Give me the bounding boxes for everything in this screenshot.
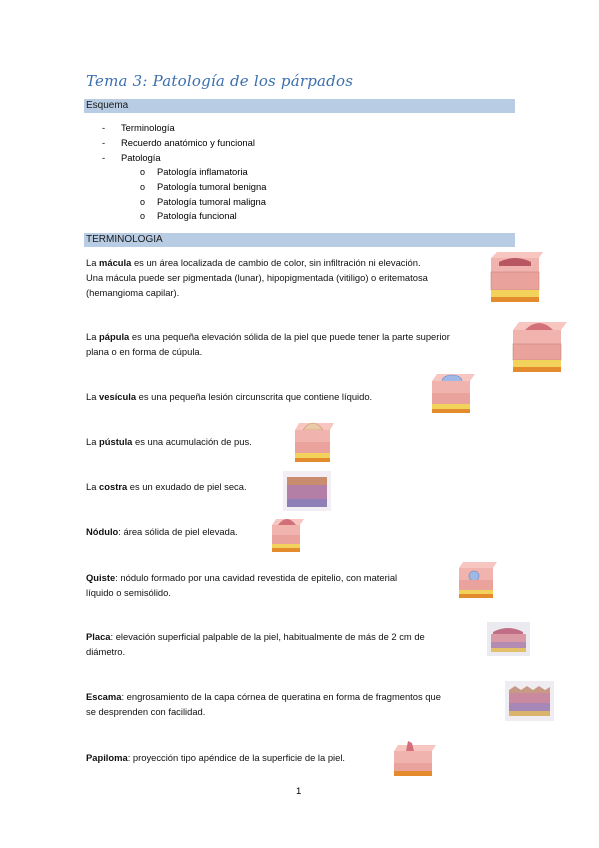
term-prefix: La [86, 391, 100, 402]
sub-list-item: o Patología tumoral benigna [140, 180, 267, 194]
term-vesicula: La vesícula es una pequeña lesión circun… [86, 389, 506, 404]
term-text: : engrosamiento de la capa córnea de que… [121, 691, 441, 702]
term-text: : proyección tipo apéndice de la superfi… [127, 752, 346, 763]
term-placa: Placa: elevación superficial palpable de… [86, 629, 486, 659]
term-costra: La costra es un exudado de piel seca. [86, 479, 386, 494]
term-pustula: La pústula es una acumulación de pus. [86, 434, 386, 449]
list-bullet: o [140, 182, 146, 192]
list-item-label: Recuerdo anatómico y funcional [121, 137, 255, 148]
sub-list-item-label: Patología tumoral benigna [157, 181, 267, 192]
sub-list-item-label: Patología funcional [157, 210, 237, 221]
term-prefix: La [86, 331, 100, 342]
term-word: vesícula [99, 391, 137, 402]
term-papiloma: Papiloma: proyección tipo apéndice de la… [86, 750, 406, 765]
sub-list-item-label: Patología tumoral maligna [157, 196, 266, 207]
term-text: plana o en forma de cúpula. [86, 346, 203, 357]
list-item-label: Patología [121, 152, 161, 163]
sub-list-item: o Patología inflamatoria [140, 165, 248, 179]
sub-list-item: o Patología funcional [140, 209, 237, 223]
list-item: - Terminología [102, 121, 175, 135]
sub-list-item-label: Patología inflamatoria [157, 166, 248, 177]
list-bullet: o [140, 167, 146, 177]
nodulo-illustration [272, 519, 304, 552]
term-word: pústula [99, 436, 133, 447]
costra-illustration [283, 471, 331, 511]
list-dash: - [102, 122, 106, 133]
page-number: 1 [296, 786, 302, 797]
term-text: es una pequeña lesión circunscrita que c… [136, 391, 373, 402]
list-item-label: Terminología [121, 122, 175, 133]
term-word: Nódulo [86, 526, 119, 537]
section-header-esquema: Esquema [84, 99, 515, 113]
list-dash: - [102, 137, 106, 148]
term-text: líquido o semisólido. [86, 587, 171, 598]
papiloma-illustration [394, 741, 436, 776]
term-text: es una pequeña elevación sólida de la pi… [129, 331, 450, 342]
list-bullet: o [140, 211, 146, 221]
term-escama: Escama: engrosamiento de la capa córnea … [86, 689, 506, 719]
term-prefix: La [86, 257, 100, 268]
term-word: costra [99, 481, 128, 492]
term-text: se desprenden con facilidad. [86, 706, 206, 717]
term-word: Placa [86, 631, 111, 642]
term-word: Papiloma [86, 752, 128, 763]
term-word: mácula [99, 257, 132, 268]
term-text: es un exudado de piel seca. [127, 481, 247, 492]
list-item: - Patología [102, 151, 161, 165]
term-word: Quiste [86, 572, 116, 583]
term-text: es una acumulación de pus. [132, 436, 252, 447]
placa-illustration [487, 622, 530, 656]
list-bullet: o [140, 197, 146, 207]
list-dash: - [102, 152, 106, 163]
term-text: diámetro. [86, 646, 126, 657]
macula-illustration [490, 252, 543, 302]
page-title: Tema 3: Patología de los párpados [86, 72, 354, 90]
pustula-illustration [295, 422, 334, 462]
list-item: - Recuerdo anatómico y funcional [102, 136, 255, 150]
sub-list-item: o Patología tumoral maligna [140, 195, 266, 209]
term-quiste: Quiste: nódulo formado por una cavidad r… [86, 570, 486, 600]
vesicula-illustration [432, 374, 475, 413]
term-text: : área sólida de piel elevada. [118, 526, 238, 537]
term-text: : elevación superficial palpable de la p… [110, 631, 425, 642]
quiste-illustration [459, 562, 497, 598]
term-text: (hemangioma capilar). [86, 287, 180, 298]
term-papula: La pápula es una pequeña elevación sólid… [86, 329, 506, 359]
section-header-terminologia: TERMINOLOGIA [84, 233, 515, 247]
term-prefix: La [86, 481, 100, 492]
escama-illustration [505, 681, 554, 721]
term-word: Escama [86, 691, 122, 702]
term-prefix: La [86, 436, 100, 447]
term-text: Una mácula puede ser pigmentada (lunar),… [86, 272, 428, 283]
term-text: es un área localizada de cambio de color… [131, 257, 421, 268]
term-word: pápula [99, 331, 130, 342]
term-macula: La mácula es un área localizada de cambi… [86, 255, 506, 300]
term-text: : nódulo formado por una cavidad revesti… [115, 572, 398, 583]
papula-illustration [512, 322, 567, 372]
term-nodulo: Nódulo: área sólida de piel elevada. [86, 524, 386, 539]
